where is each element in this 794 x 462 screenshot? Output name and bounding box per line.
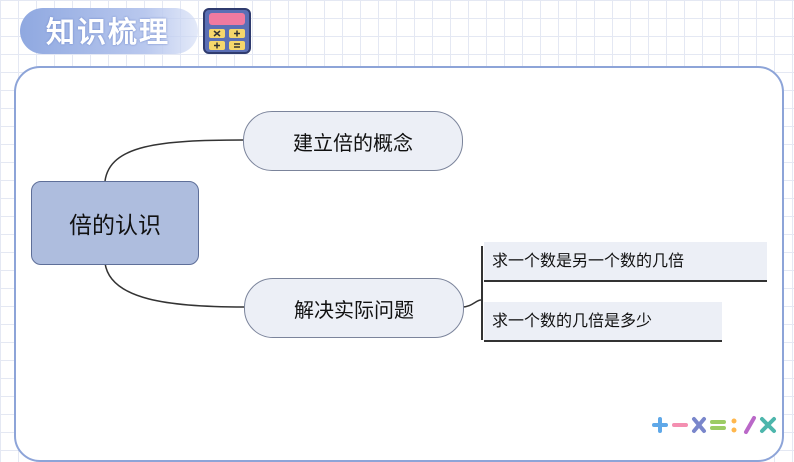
branch-node-concept: 建立倍的概念 xyxy=(243,111,463,171)
branch-node-label: 建立倍的概念 xyxy=(293,130,413,155)
root-node-label: 倍的认识 xyxy=(69,213,161,239)
branch-node-problems: 解决实际问题 xyxy=(244,278,464,338)
page-title: 知识梳理 xyxy=(46,15,171,49)
header-banner xyxy=(20,8,198,54)
math-symbols-icon xyxy=(652,416,776,434)
connector-problems-to-leaves xyxy=(461,299,482,308)
connector-root-to-problems xyxy=(104,262,245,308)
leaf-node-multiple-amount: 求一个数的几倍是多少 xyxy=(484,302,722,342)
leaf-node-multiple-ratio: 求一个数是另一个数的几倍 xyxy=(484,242,767,282)
branch-node-label: 解决实际问题 xyxy=(294,297,414,322)
calculator-icon xyxy=(203,8,251,54)
leaf-bracket-line xyxy=(481,246,483,340)
mindmap-connectors xyxy=(104,139,482,308)
mindmap-root-node: 倍的认识 xyxy=(31,181,199,265)
connector-root-to-concept xyxy=(104,139,244,182)
